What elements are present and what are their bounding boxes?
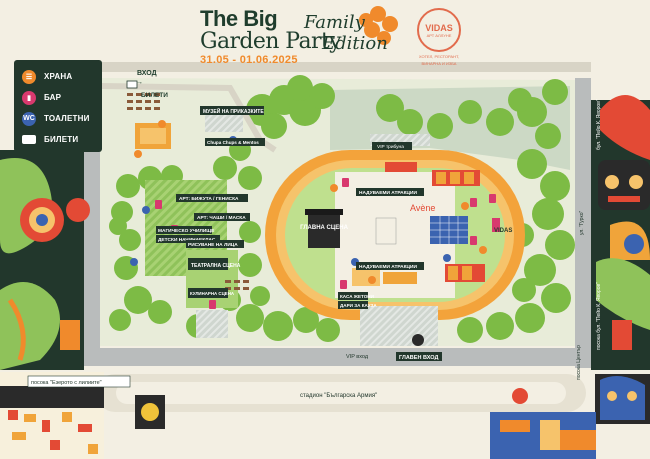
stage-side-booth xyxy=(492,218,500,232)
flower-logo xyxy=(359,6,398,45)
fairy-tale-museum xyxy=(205,112,243,132)
road-south xyxy=(84,348,591,366)
title-edition: Edition xyxy=(322,33,388,54)
path-north xyxy=(84,62,591,72)
sponsor-tagline-2: ВИНАРНА И ИЗБА xyxy=(421,61,457,66)
event-dates: 31.05 - 01.06.2025 xyxy=(200,54,298,66)
burger-icon: ☰ xyxy=(22,69,36,84)
kiosk-2 xyxy=(383,272,417,284)
food-court-tent-roof xyxy=(140,128,166,144)
title-line-1: The Big xyxy=(200,6,278,31)
legend-item-bar: ▮ БАР xyxy=(14,87,102,108)
drink-icon: ▮ xyxy=(22,90,36,105)
event-title: The Big Garden Party Family Edition 31.0… xyxy=(200,6,430,66)
title-line-2: Garden Party xyxy=(200,29,342,54)
decorative-art-right xyxy=(490,95,650,459)
main-stage xyxy=(308,212,340,248)
booth xyxy=(375,217,397,245)
sponsor-logo: VIDAS АРТ АЛЛУНЕ ХОТЕЛ, РЕСТОРАНТ, ВИНАР… xyxy=(410,8,468,66)
main-gate-building xyxy=(360,306,438,346)
legend-item-toilets: WC ТОАЛЕТНИ xyxy=(14,108,102,129)
road-east xyxy=(575,78,591,368)
legend-label: ХРАНА xyxy=(44,72,73,81)
kiosk xyxy=(352,268,380,286)
seating-grid xyxy=(430,216,468,244)
legend-label: ТОАЛЕТНИ xyxy=(44,114,90,123)
stage-lawn xyxy=(186,250,238,308)
legend-label: БАР xyxy=(44,93,62,102)
wc-icon: WC xyxy=(22,111,36,126)
tree-cluster-south xyxy=(109,256,340,342)
legend-label: БИЛЕТИ xyxy=(44,135,79,144)
tree-cluster-east xyxy=(457,149,575,343)
cafe-tables xyxy=(127,93,249,290)
title-family: Family xyxy=(304,12,365,33)
south-pavilion xyxy=(196,310,228,338)
sponsor-tagline-1: ХОТЕЛ, РЕСТОРАНТ, xyxy=(418,54,460,59)
sponsor-badge: VIDAS АРТ АЛЛУНЕ xyxy=(417,8,461,52)
ticket-icon xyxy=(22,135,36,144)
map-legend: ☰ ХРАНА ▮ БАР WC ТОАЛЕТНИ БИЛЕТИ xyxy=(14,60,102,152)
rides-top xyxy=(385,162,417,172)
sponsor-name: VIDAS xyxy=(425,22,453,33)
sponsor-sub: АРТ АЛЛУНЕ xyxy=(426,32,452,38)
tree-cluster-north xyxy=(246,75,568,149)
vip-tribune xyxy=(370,134,430,146)
food-markers xyxy=(134,120,487,284)
legend-item-food: ☰ ХРАНА xyxy=(14,66,102,87)
legend-item-tickets: БИЛЕТИ xyxy=(14,129,102,150)
